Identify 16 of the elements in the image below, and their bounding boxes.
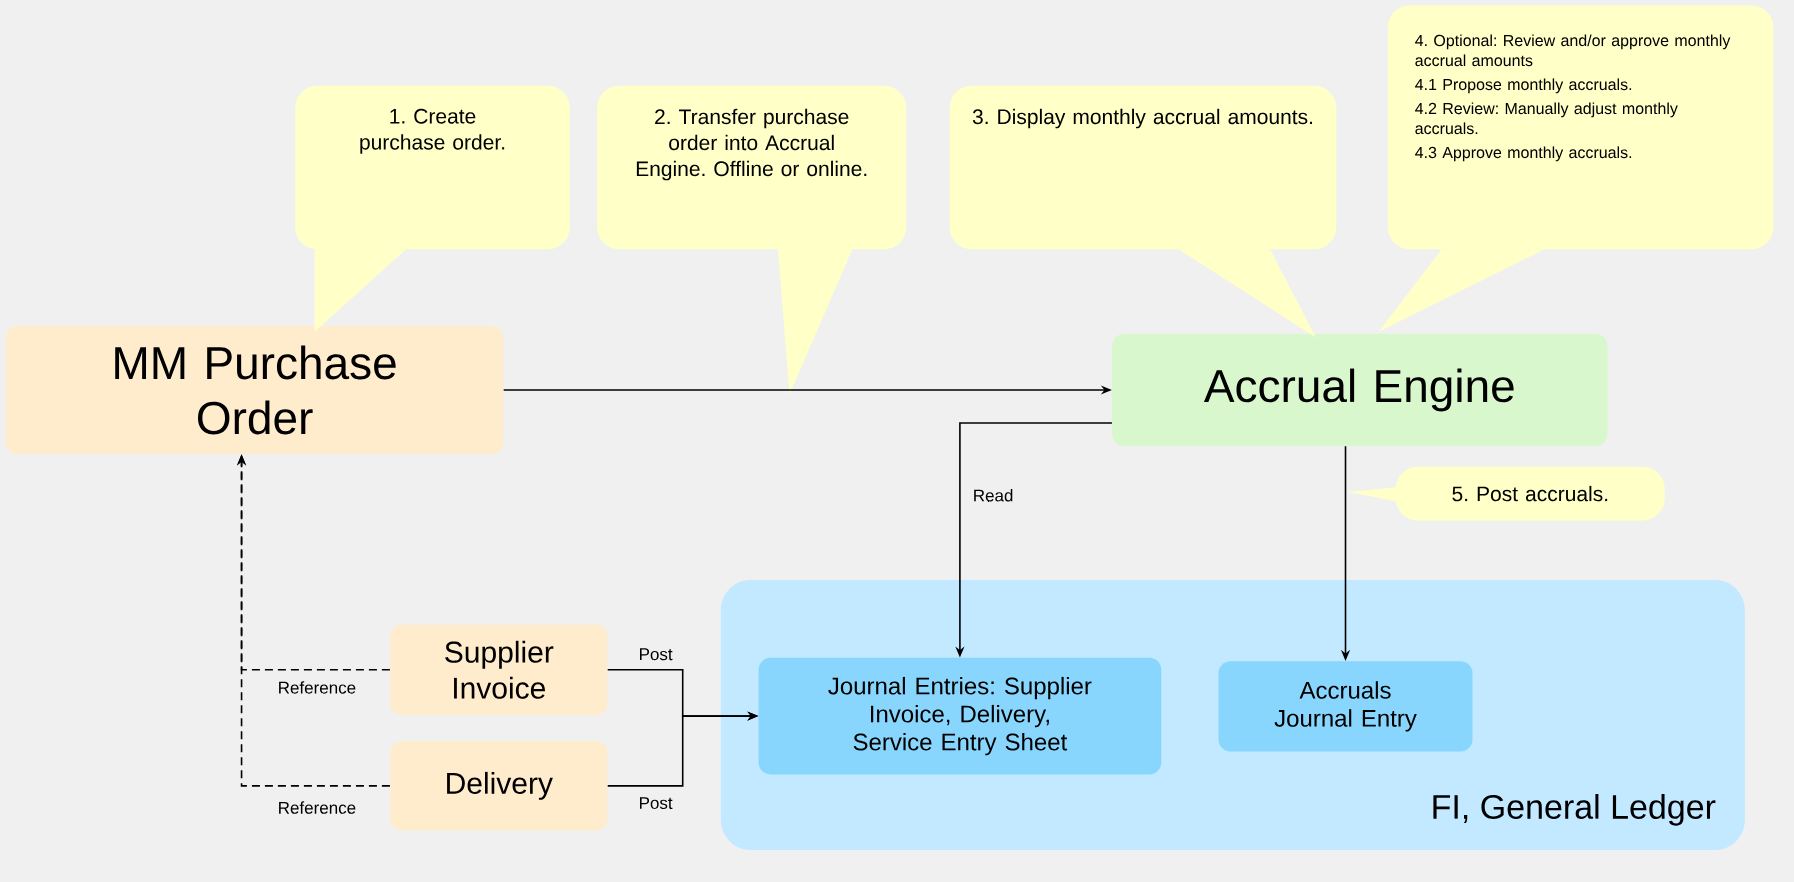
callout: 1. Create purchase order. bbox=[295, 85, 570, 332]
edge-label: Reference bbox=[275, 679, 359, 696]
edge-label: Reference bbox=[275, 799, 359, 816]
document-box: Delivery bbox=[390, 741, 608, 831]
callout: 5. Post accruals. bbox=[1347, 466, 1665, 521]
document-box: Supplier Invoice bbox=[390, 624, 608, 715]
edge-label: Post bbox=[636, 795, 675, 811]
ledger-box: Accruals Journal Entry bbox=[1218, 661, 1473, 752]
ledger-box: Journal Entries: Supplier Invoice, Delivery, Service Entry Sheet bbox=[758, 657, 1162, 775]
edge-label: Read bbox=[970, 487, 1016, 504]
process-box: MM Purchase Order bbox=[5, 325, 504, 455]
edge-label: Post bbox=[636, 646, 675, 663]
callout: 4. Optional: Review and/or approve monthly accrual amounts 4.1 Propose monthly accruals. 4.2 Review: Manually adjust monthly accruals. 4.3 Approve monthly accruals. bbox=[1378, 5, 1774, 332]
process-box: Accrual Engine bbox=[1112, 333, 1608, 447]
callout: 3. Display monthly accrual amounts. bbox=[949, 85, 1337, 338]
callout: 2. Transfer purchase order into Accrual Engine. Offline or online. bbox=[597, 85, 907, 395]
